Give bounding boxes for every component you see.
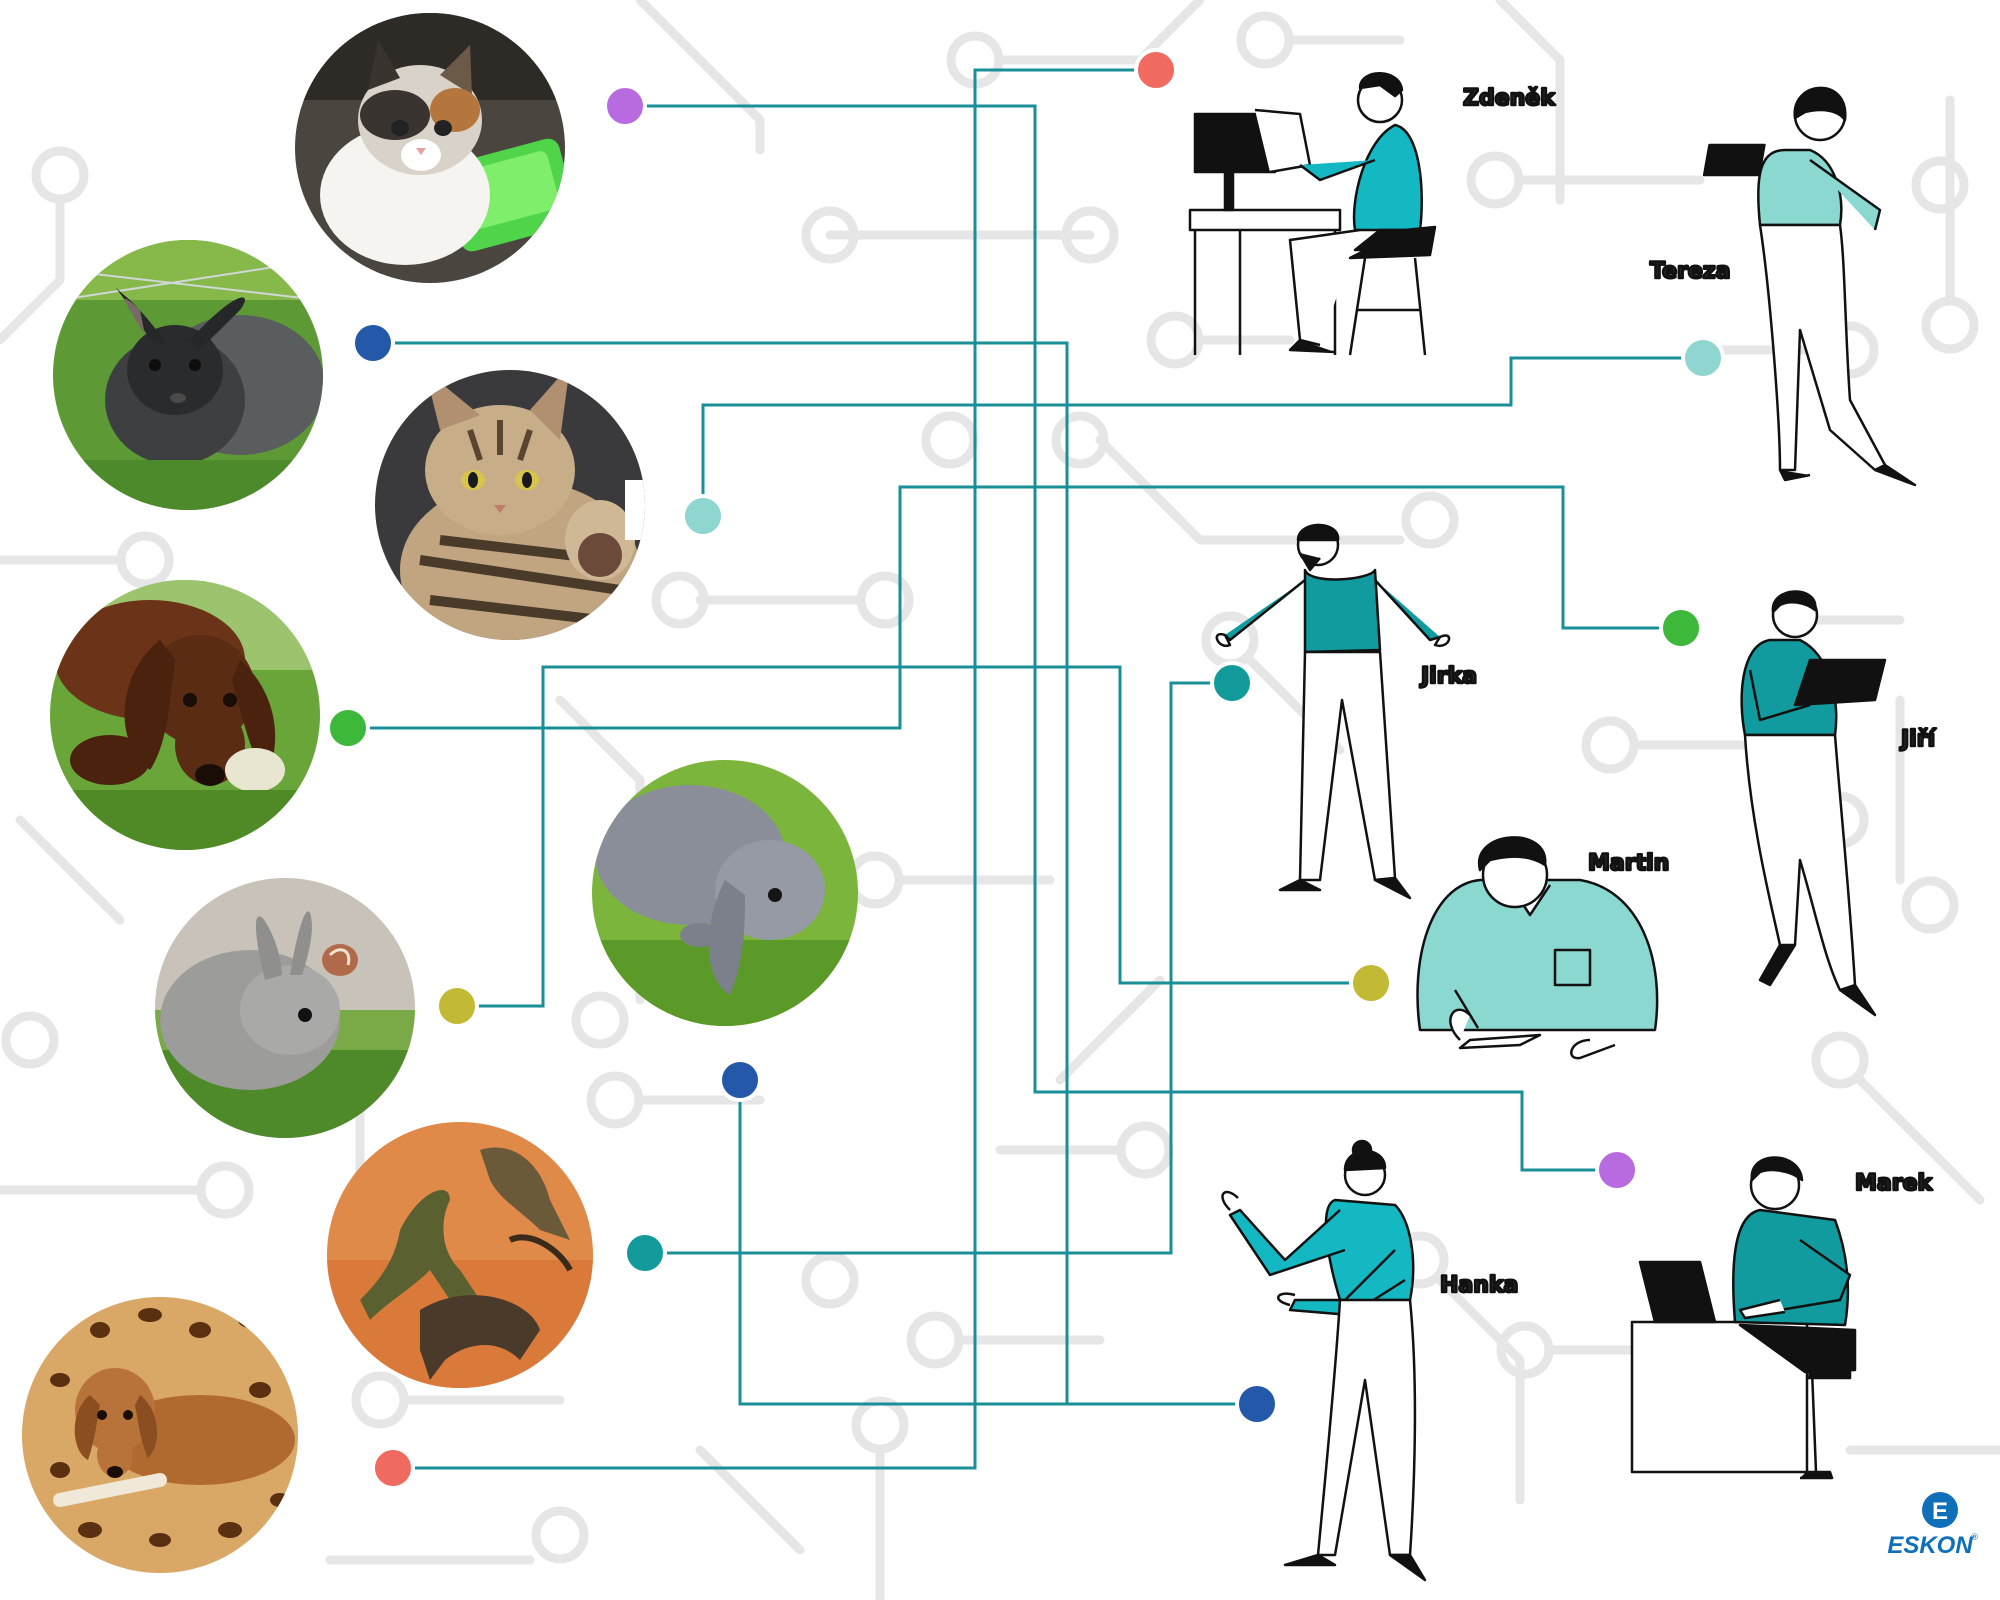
wire-black-rabbit-to-hanka	[373, 341, 1257, 1406]
label-hanka: Hanka	[1440, 1273, 1518, 1298]
pet-photo-toy-dinosaurs	[327, 1122, 593, 1388]
dot-zdenek	[1134, 48, 1178, 92]
dot-tereza	[1681, 336, 1725, 380]
eskon-logo: E ESKON ®	[1887, 1492, 1979, 1559]
label-zdenek: Zdeněk	[1463, 86, 1556, 111]
dot-grey-rabbit	[435, 984, 479, 1028]
dot-red-dachshund	[371, 1446, 415, 1490]
dot-black-rabbit	[351, 321, 395, 365]
pet-photo-tabby-cat	[375, 370, 645, 640]
connection-wires	[348, 68, 1703, 1470]
wire-red-dachshund-to-zdenek	[393, 68, 1156, 1470]
dot-marek	[1595, 1148, 1639, 1192]
person-zdenek: Zdeněk	[1188, 72, 1557, 356]
dot-martin	[1349, 961, 1393, 1005]
dot-hanka	[1235, 1382, 1279, 1426]
pet-photo-brown-dachshund	[50, 580, 320, 850]
label-marek: Marek	[1855, 1171, 1934, 1196]
wire-tabby-cat-to-tereza	[701, 356, 1703, 516]
wire-brown-dachshund-to-jiri	[348, 485, 1681, 730]
person-martin: Martin	[1416, 836, 1671, 1060]
dot-jiri	[1659, 606, 1703, 650]
person-marek: Marek	[1630, 1156, 1935, 1480]
label-tereza: Tereza	[1650, 259, 1730, 284]
eskon-registered-mark: ®	[1970, 1533, 1979, 1543]
wire-toy-dinosaurs-to-jirka	[645, 681, 1232, 1255]
wire-grey-rabbit-to-martin	[457, 665, 1371, 1008]
dot-toy-dinosaurs	[623, 1231, 667, 1275]
pet-photo-black-rabbit	[53, 240, 323, 510]
person-jirka: Jirka	[1215, 523, 1478, 900]
eskon-logo-letter: E	[1932, 1498, 1948, 1525]
dot-calico-kitten	[603, 84, 647, 128]
pet-photo-calico-kitten	[295, 13, 565, 283]
label-martin: Martin	[1588, 851, 1669, 876]
person-tereza: Tereza	[1649, 86, 1917, 487]
eskon-logo-mark	[1922, 1492, 1958, 1528]
label-jirka: Jirka	[1419, 664, 1477, 689]
label-jiri: Jiří	[1899, 727, 1937, 752]
pet-photo-lop-rabbit	[592, 760, 858, 1026]
person-hanka: Hanka	[1221, 1139, 1520, 1582]
wire-lop-rabbit-to-hanka	[738, 1080, 1067, 1406]
wire-calico-kitten-to-marek	[625, 104, 1617, 1172]
dot-lop-rabbit	[718, 1058, 762, 1102]
dot-brown-dachshund	[326, 706, 370, 750]
pet-photo-red-dachshund	[22, 1297, 298, 1573]
eskon-logo-text: ESKON	[1887, 1532, 1973, 1559]
dot-jirka	[1210, 661, 1254, 705]
person-jiri: Jiří	[1740, 590, 1938, 1017]
dot-tabby-cat	[681, 494, 725, 538]
pet-photo-grey-rabbit	[155, 878, 415, 1138]
